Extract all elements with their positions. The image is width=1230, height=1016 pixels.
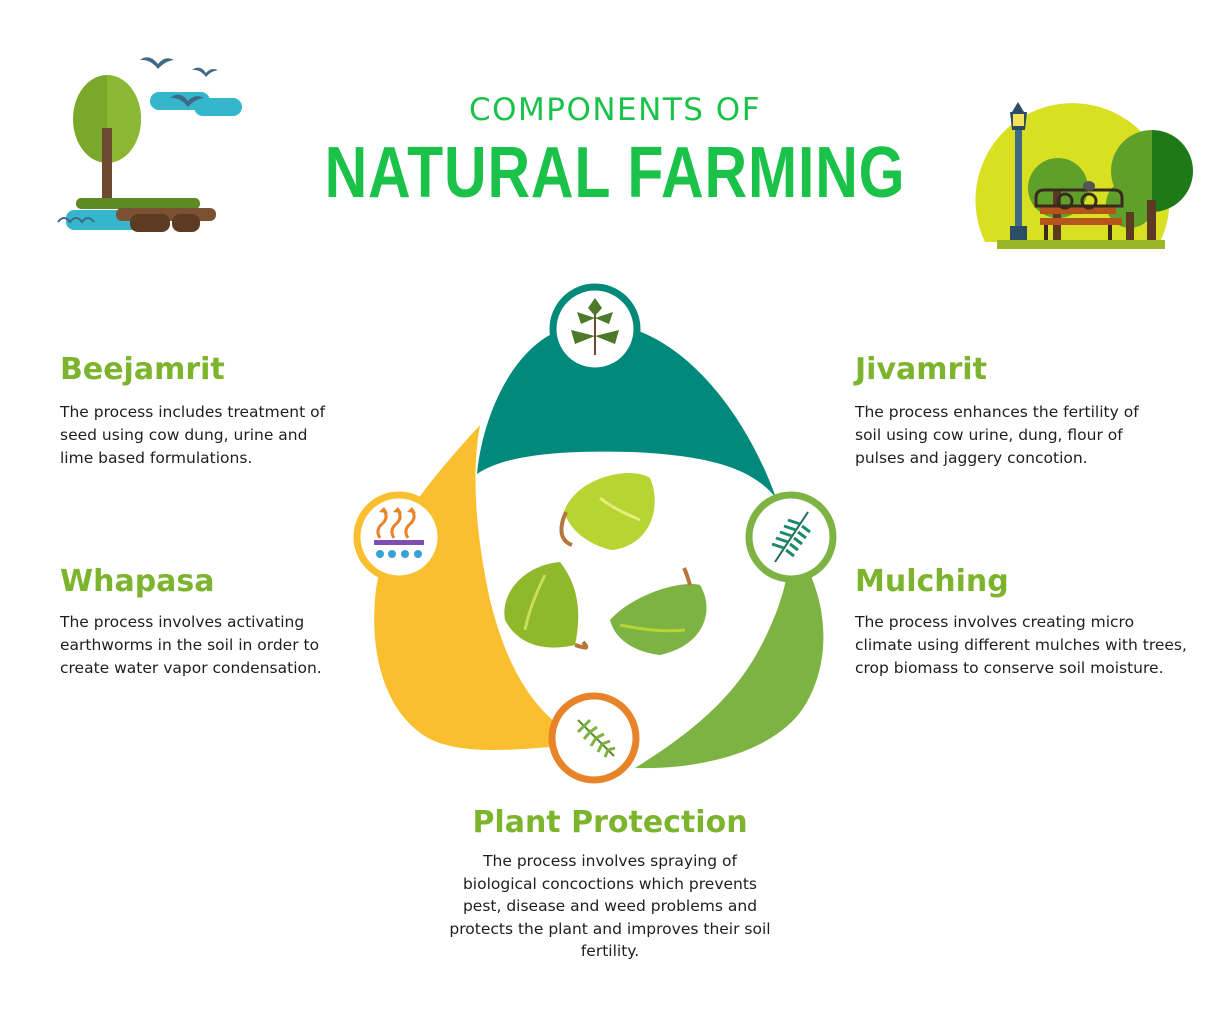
lamp-base [1010, 226, 1027, 240]
page-subtitle: COMPONENTS OF [468, 92, 762, 128]
component-description: The process enhances the fertility of so… [855, 403, 1139, 467]
tree-island-illustration [57, 57, 242, 232]
component-beejamrit: Beejamrit The process includes treatment… [60, 352, 340, 470]
bench-seat [1040, 206, 1116, 214]
component-description: The process involves spraying of biologi… [449, 852, 771, 960]
tree-canopy-shade [1152, 130, 1193, 212]
leaf-vein [599, 496, 641, 522]
page-title: NATURAL FARMING [324, 133, 906, 213]
vapor-droplets-icon [374, 507, 424, 558]
lamp-top [1012, 102, 1024, 112]
bench-back [1034, 188, 1124, 208]
node-bottom [548, 692, 640, 784]
tree-canopy-shade [107, 75, 141, 163]
tree-trunk [1126, 212, 1134, 242]
component-title: Plant Protection [472, 805, 748, 840]
node-left [353, 491, 445, 583]
bench-scroll [1056, 192, 1074, 210]
node-ring [548, 692, 640, 784]
leaf-vein [523, 574, 547, 631]
leaf [610, 584, 707, 655]
bird-icon [170, 94, 204, 107]
component-whapasa: Whapasa The process involves activating … [60, 564, 330, 680]
node-ring [353, 491, 445, 583]
bird-icon [140, 57, 174, 69]
cycle-segment-teal [477, 323, 776, 498]
component-description: The process includes treatment of seed u… [60, 403, 326, 467]
component-title: Whapasa [60, 564, 215, 599]
park-ground [997, 240, 1165, 249]
leaf-vein [619, 623, 686, 633]
component-title: Mulching [855, 564, 1009, 599]
park-illustration [975, 102, 1193, 249]
bench-leg [1108, 225, 1112, 242]
tree-trunk [1147, 200, 1156, 242]
cloud [194, 98, 242, 116]
tree-trunk [102, 128, 112, 202]
node-right [745, 491, 837, 583]
bench-scroll [1080, 192, 1098, 210]
component-mulching: Mulching The process involves creating m… [855, 564, 1195, 680]
component-description: The process involves activating earthwor… [60, 613, 322, 677]
component-title: Jivamrit [855, 352, 987, 387]
bench-leg [1044, 225, 1048, 242]
component-description: The process involves creating micro clim… [855, 613, 1187, 677]
lamp-light [1013, 114, 1024, 126]
leaf-stem [682, 567, 692, 586]
fern-icon [576, 718, 616, 758]
bench-seat [1040, 218, 1122, 225]
wave [57, 217, 95, 224]
leaf-stem [559, 511, 573, 547]
leaf [504, 562, 579, 648]
node-top [549, 283, 641, 375]
tree-trunk [1053, 190, 1061, 242]
leaf-branch-icon [771, 511, 811, 563]
ground [76, 198, 200, 209]
component-title: Beejamrit [60, 352, 225, 387]
rock [130, 214, 170, 232]
plant-sprout-icon [571, 298, 619, 355]
leaf [564, 473, 655, 550]
rock [172, 214, 200, 232]
component-plant-protection: Plant Protection The process involves sp… [445, 805, 775, 963]
component-jivamrit: Jivamrit The process enhances the fertil… [855, 352, 1155, 470]
lamp-post [1015, 128, 1022, 240]
recycle-leaves-icon [504, 473, 707, 655]
cycle-segment-green [635, 540, 824, 769]
bird-icon [1083, 181, 1095, 191]
cycle-diagram [353, 283, 837, 784]
bird-icon [192, 67, 218, 77]
leaf-stem [574, 640, 589, 650]
